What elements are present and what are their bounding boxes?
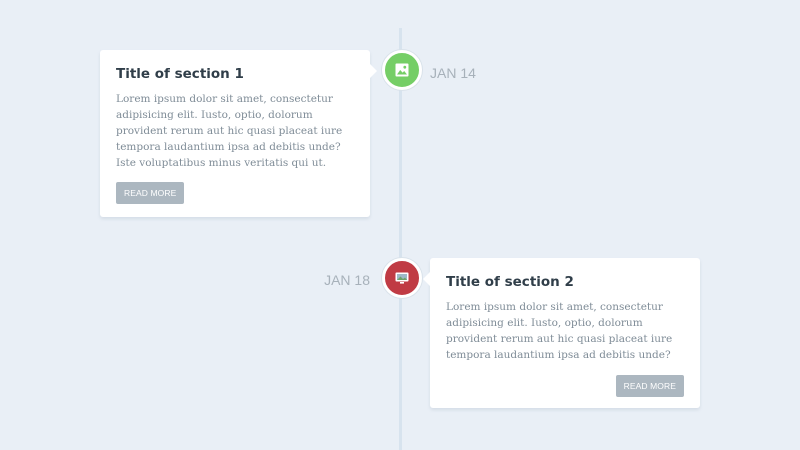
picture-icon [395, 63, 409, 77]
timeline-marker-1 [382, 50, 422, 90]
timeline-line [399, 28, 402, 450]
card-pointer [423, 272, 430, 286]
timeline-date: JAN 18 [324, 272, 370, 288]
card-title: Title of section 1 [116, 66, 244, 82]
read-more-button[interactable]: READ MORE [116, 182, 185, 204]
timeline-card: Title of section 1 Lorem ipsum dolor sit… [100, 50, 377, 217]
read-more-button[interactable]: READ MORE [615, 375, 684, 397]
timeline-marker-2 [382, 258, 422, 298]
card-body: Lorem ipsum dolor sit amet, consectetur … [116, 93, 343, 169]
timeline-card: Title of section 2 Lorem ipsum dolor sit… [423, 258, 700, 408]
movie-icon [395, 272, 409, 284]
card-body: Lorem ipsum dolor sit amet, consectetur … [446, 301, 673, 361]
card-title: Title of section 2 [446, 274, 574, 290]
card-pointer [370, 64, 377, 78]
timeline-date: JAN 14 [430, 65, 476, 81]
